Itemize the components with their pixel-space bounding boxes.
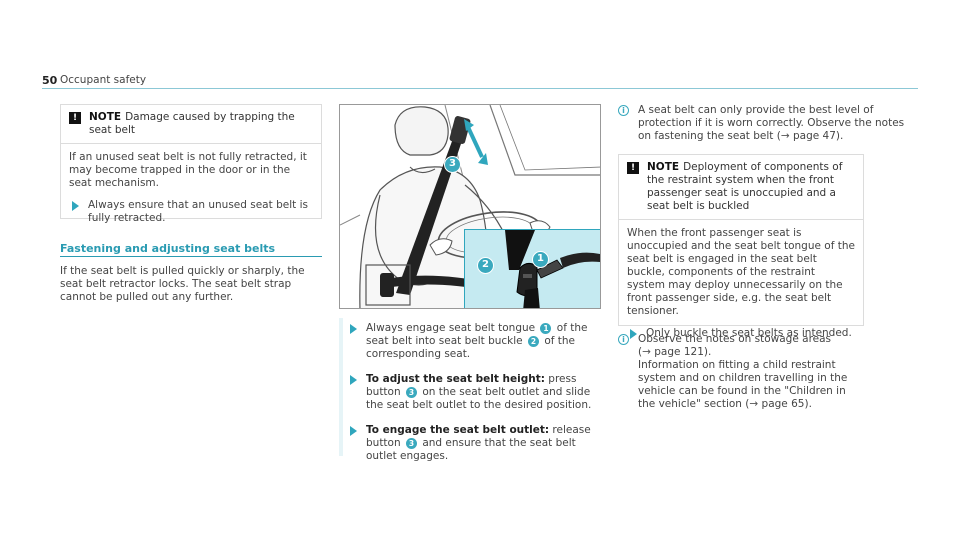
step-3-text: To engage the seat belt outlet: release … <box>366 424 601 463</box>
subheading-fastening: Fastening and adjusting seat belts <box>60 242 276 255</box>
play-arrow-icon <box>350 426 357 436</box>
info-note-body: A seat belt can only provide the best le… <box>638 104 905 142</box>
subheading-rule <box>60 256 322 257</box>
notice-body: When the front passenger seat is unoccup… <box>619 220 863 348</box>
play-arrow-icon <box>630 329 637 339</box>
info-icon: i <box>618 334 629 345</box>
play-arrow-icon <box>72 201 79 211</box>
info-stowage-line: Observe the notes on stowage areas <box>638 333 832 345</box>
notice-action: Only buckle the seat belts as intended. <box>627 327 855 340</box>
warning-icon: ! <box>627 162 639 174</box>
info-child-restraint-line: Information on fitting a child restraint… <box>638 359 848 410</box>
step-2: To adjust the seat belt height: press bu… <box>347 373 601 412</box>
info-note-tail: ). <box>835 130 844 142</box>
badge-1: 1 <box>540 323 552 334</box>
notice-body-text: If an unused seat belt is not fully retr… <box>69 151 307 189</box>
notice-title-text: Damage caused by trapping the seat belt <box>89 111 295 136</box>
badge-3: 3 <box>405 387 417 398</box>
notice-action: Always ensure that an unused seat belt i… <box>69 199 313 225</box>
play-arrow-icon <box>350 324 357 334</box>
notice-label: NOTE <box>647 161 680 173</box>
callout-1: 1 <box>532 251 549 268</box>
page-reference-65[interactable]: page 65 <box>761 398 805 410</box>
step-2-text: To adjust the seat belt height: press bu… <box>366 373 601 412</box>
notice-label: NOTE <box>89 111 122 123</box>
instruction-steps: Always engage seat belt tongue 1 of the … <box>347 314 601 463</box>
step-2-part-a: press button <box>366 373 577 398</box>
step-1-part-a: Always engage seat belt tongue <box>366 322 539 334</box>
seat-belt-illustration: 3 2 1 <box>339 104 601 309</box>
info-note-protection: i A seat belt can only provide the best … <box>618 104 918 143</box>
notice-action-text: Always ensure that an unused seat belt i… <box>88 199 308 224</box>
step-3-part-b: and ensure that the seat belt outlet eng… <box>366 437 576 462</box>
notice-body-text: When the front passenger seat is unoccup… <box>627 227 855 317</box>
step-1-part-b: of the seat belt into seat belt buckle <box>366 322 588 347</box>
header-divider <box>42 88 918 89</box>
info-note-stowage: i Observe the notes on stowage areas (→ … <box>618 333 864 411</box>
paragraph-retractor: If the seat belt is pulled quickly or sh… <box>60 265 305 303</box>
notice-title-text: Deployment of components of the restrain… <box>647 161 843 212</box>
warning-icon: ! <box>69 112 81 124</box>
step-1-part-c: of the corresponding seat. <box>366 335 576 360</box>
step-2-part-b: on the seat belt outlet and slide the se… <box>366 386 592 411</box>
step-1: Always engage seat belt tongue 1 of the … <box>347 322 601 361</box>
step-3-part-a: release button <box>366 424 591 449</box>
play-arrow-icon <box>350 375 357 385</box>
notice-body: If an unused seat belt is not fully retr… <box>61 144 321 233</box>
step-3: To engage the seat belt outlet: release … <box>347 424 601 463</box>
info-note-stowage-text: Observe the notes on stowage areas (→ pa… <box>638 333 848 410</box>
info-note-text: A seat belt can only provide the best le… <box>638 104 905 142</box>
page-number: 50 <box>42 74 58 87</box>
badge-2: 2 <box>527 336 539 347</box>
step-3-lead: To engage the seat belt outlet: <box>366 424 550 436</box>
info-icon: i <box>618 105 629 116</box>
buckle-detail-drawing <box>505 230 600 308</box>
badge-3: 3 <box>405 438 417 449</box>
step-1-text: Always engage seat belt tongue 1 of the … <box>366 322 601 361</box>
notice-action-text: Only buckle the seat belts as intended. <box>646 327 852 339</box>
page-reference-121[interactable]: page 121 <box>654 346 704 358</box>
page-reference-47[interactable]: page 47 <box>792 130 836 142</box>
step-2-lead: To adjust the seat belt height: <box>366 373 545 385</box>
callout-3: 3 <box>444 156 461 173</box>
callout-2: 2 <box>477 257 494 274</box>
section-title: Occupant safety <box>60 74 147 86</box>
instruction-margin-bar <box>339 318 343 456</box>
